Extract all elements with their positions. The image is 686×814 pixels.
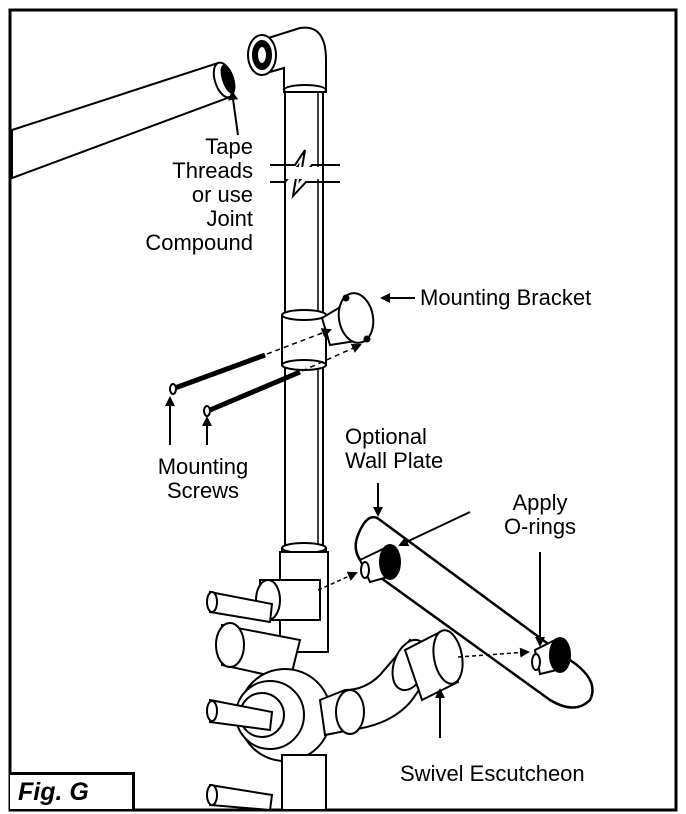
upper-fitting [317, 544, 401, 591]
label-tape-threads: Tape Threads or use Joint Compound [145, 134, 253, 255]
swivel-escutcheon [403, 629, 530, 702]
label-mounting-bracket: Mounting Bracket [420, 285, 592, 310]
figure-tag-text: Fig. G [18, 778, 89, 806]
optional-wall-plate [354, 515, 594, 709]
mounting-screws [169, 328, 362, 417]
label-swivel-escutcheon: Swivel Escutcheon [400, 761, 585, 786]
label-optional-wall-plate: Optional Wall Plate [345, 424, 444, 473]
label-mounting-screws: Mounting Screws [157, 454, 249, 503]
callout-arrows [165, 90, 545, 738]
valve-body-assembly [206, 551, 332, 812]
label-apply-orings: Apply O-rings [503, 490, 577, 539]
top-elbow-fitting [247, 26, 327, 96]
figure-frame [8, 8, 678, 812]
lower-fitting [531, 637, 571, 676]
mounting-bracket [320, 292, 375, 347]
figure-tag: Fig. G [10, 772, 135, 809]
shower-arm-pipe [11, 61, 236, 180]
